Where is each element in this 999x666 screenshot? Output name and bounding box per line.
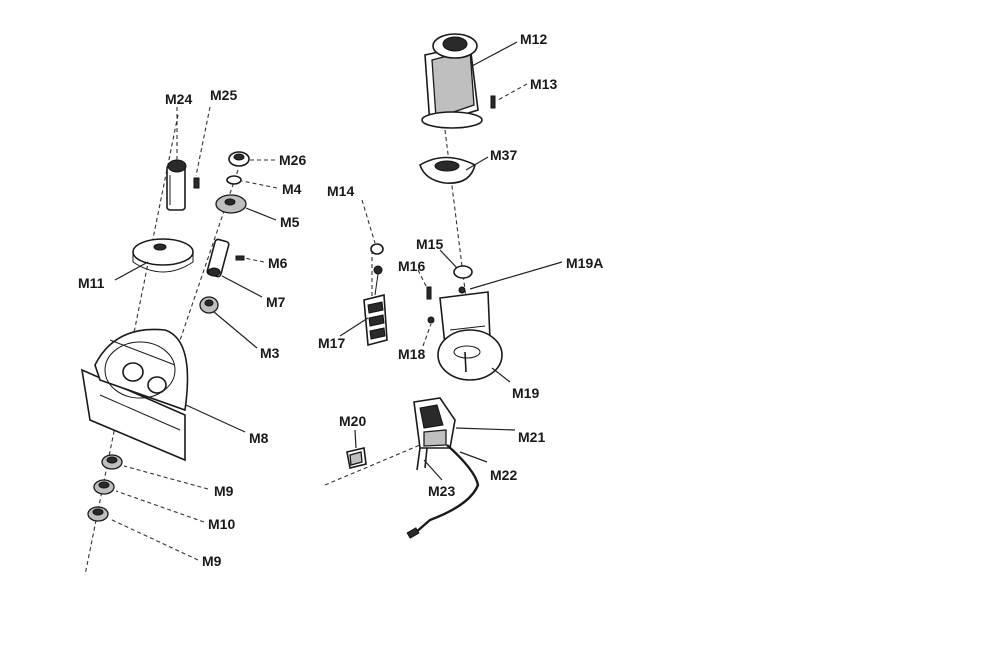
- part-m14-ring: [370, 243, 384, 255]
- part-m20-block: [346, 447, 367, 469]
- label-m4: M4: [282, 181, 302, 197]
- part-m7-shaft: [206, 238, 230, 278]
- label-m5: M5: [280, 214, 300, 230]
- part-m12-motor-cover: [421, 33, 483, 129]
- part-m11-disc: [132, 238, 194, 273]
- part-m5-pulley: [215, 194, 247, 214]
- part-m17-switch-board: [363, 265, 388, 347]
- part-m15-washer: [453, 265, 473, 279]
- part-m26-nut: [228, 151, 250, 167]
- part-m21-switch-housing: [413, 397, 456, 449]
- label-m16: M16: [398, 258, 425, 274]
- part-m8-base-housing: [80, 328, 189, 462]
- label-m23: M23: [428, 483, 455, 499]
- label-m19: M19: [512, 385, 539, 401]
- label-m20: M20: [339, 413, 366, 429]
- leader-lines: [109, 41, 563, 561]
- part-m9-nut-upper: [101, 454, 123, 470]
- part-labels: M24 M25 M26 M4 M5 M6 M7 M3 M11 M8 M9 M10…: [78, 31, 603, 569]
- label-m18: M18: [398, 346, 425, 362]
- label-m37: M37: [490, 147, 517, 163]
- label-m19a: M19A: [566, 255, 603, 271]
- label-m7: M7: [266, 294, 286, 310]
- label-m21: M21: [518, 429, 545, 445]
- label-m11: M11: [78, 275, 105, 291]
- label-m10: M10: [208, 516, 235, 532]
- label-m3: M3: [260, 345, 280, 361]
- label-m24: M24: [165, 91, 192, 107]
- label-m12: M12: [520, 31, 547, 47]
- part-m6-pin: [235, 255, 245, 261]
- label-m26: M26: [279, 152, 306, 168]
- label-m8: M8: [249, 430, 269, 446]
- label-m13: M13: [530, 76, 557, 92]
- label-m22: M22: [490, 467, 517, 483]
- part-m16-pin: [426, 286, 432, 300]
- part-m37-clamp: [419, 156, 476, 184]
- part-m4-washer: [226, 175, 242, 185]
- part-m19-drum: [437, 329, 503, 381]
- label-m25: M25: [210, 87, 237, 103]
- label-m14: M14: [327, 183, 354, 199]
- part-m9-nut-lower: [87, 506, 109, 522]
- label-m9-lower: M9: [202, 553, 222, 569]
- label-m9-upper: M9: [214, 483, 234, 499]
- part-m23-lever: [416, 447, 428, 471]
- label-m6: M6: [268, 255, 288, 271]
- part-m10-washer: [93, 479, 115, 495]
- part-m25-key: [193, 177, 200, 189]
- part-m18-screw: [427, 316, 435, 324]
- label-m15: M15: [416, 236, 443, 252]
- part-m24-spindle: [166, 159, 187, 211]
- part-m3-bushing: [199, 296, 219, 314]
- part-m22-cable: [406, 444, 480, 539]
- label-m17: M17: [318, 335, 345, 351]
- part-m13-screw: [490, 95, 496, 109]
